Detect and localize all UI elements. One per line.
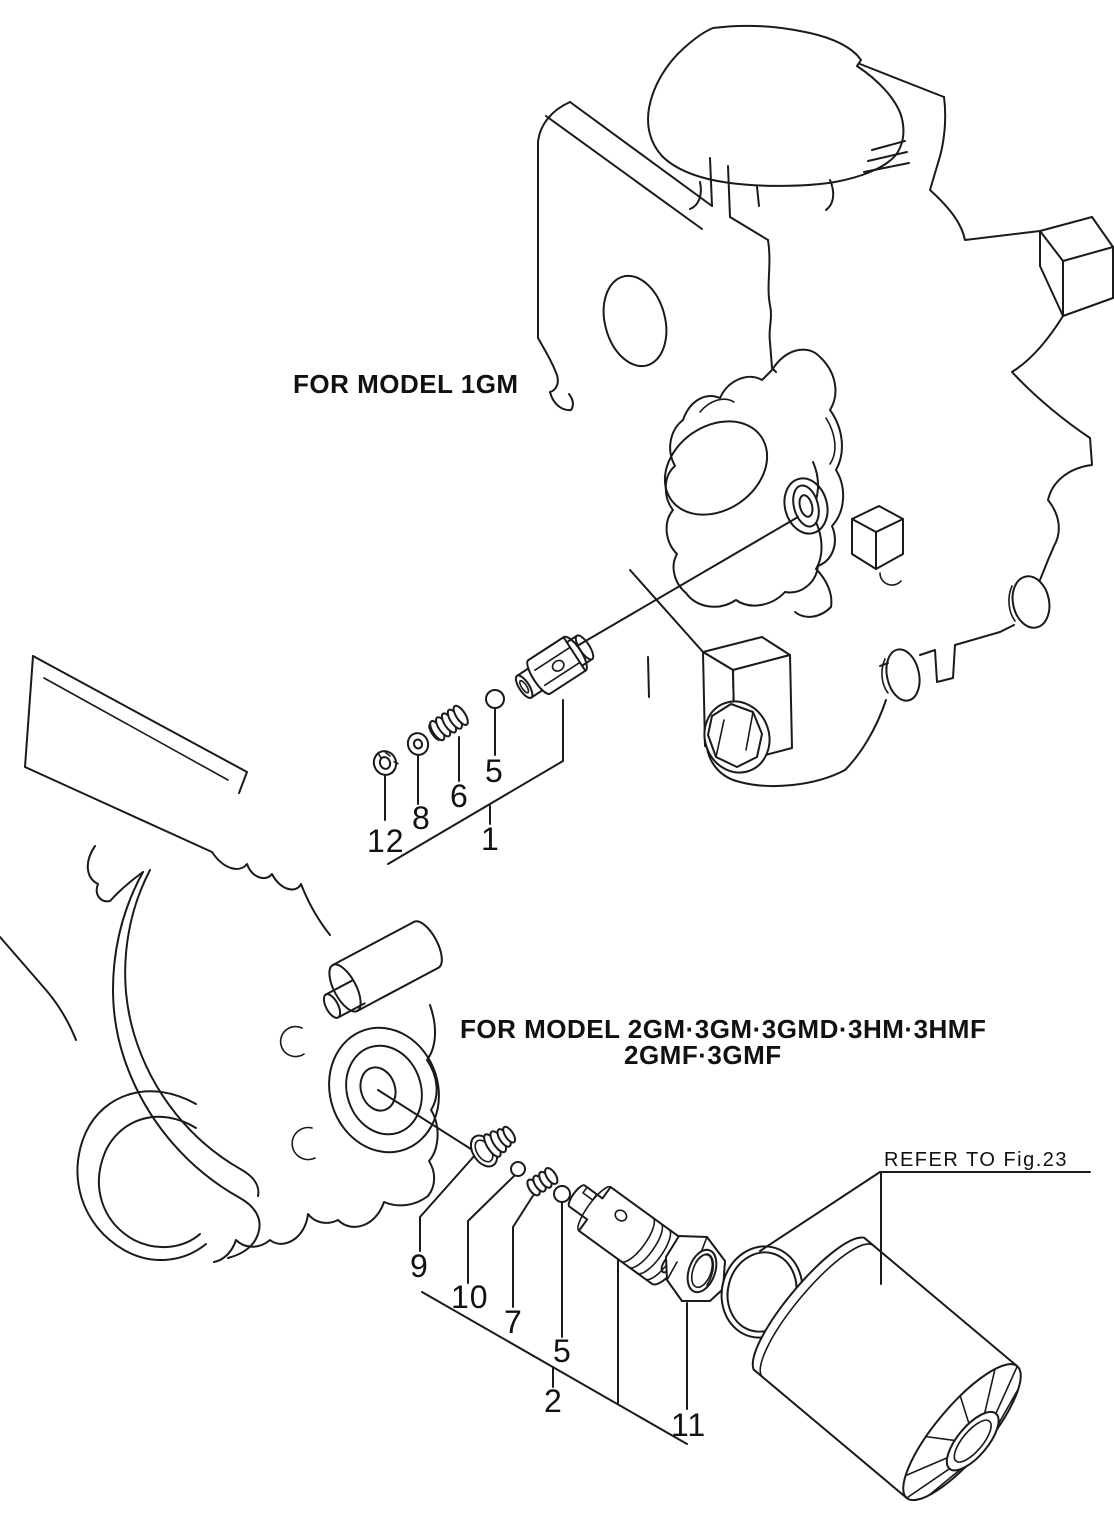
- callout-10: 10: [451, 1279, 489, 1315]
- oil-filter: [751, 1236, 1022, 1502]
- callout-12: 12: [367, 823, 405, 859]
- part-washer-8: [406, 732, 430, 756]
- model-multi-label-line1: FOR MODEL 2GM·3GM·3GMD·3HM·3HMF: [460, 1014, 986, 1044]
- part-ball-10: [510, 1161, 526, 1177]
- hex-bolt-head: [707, 703, 763, 768]
- filter-hub: [945, 1410, 1000, 1472]
- block-boss-cube: [1039, 216, 1114, 262]
- flange-oval-hole: [602, 274, 668, 368]
- part-plug-spring-9: [469, 1125, 517, 1168]
- leader-lines: [377, 516, 799, 1445]
- part-spring-7: [526, 1167, 559, 1197]
- engine-block-1gm: [537, 24, 1114, 787]
- part-ball-5: [485, 689, 505, 709]
- model-1gm-label: FOR MODEL 1GM: [293, 369, 519, 399]
- gasket-oval-opening: [663, 420, 769, 516]
- pulley-hub: [328, 1026, 440, 1154]
- case-cylinder-boss-small: [322, 979, 366, 1019]
- relief-valve-parts-multi: [469, 1125, 726, 1302]
- callout-6: 6: [450, 778, 469, 814]
- callout-5: 5: [485, 753, 504, 789]
- mounting-block-and-bolt: [702, 636, 846, 787]
- drain-boss-oval: [885, 648, 921, 702]
- case-cylinder-boss: [328, 920, 443, 1013]
- relief-valve-port: [792, 484, 820, 528]
- drain-boss-oval: [1011, 575, 1051, 629]
- callout-9: 9: [410, 1248, 429, 1284]
- relief-valve-parts-1gm: [372, 634, 595, 776]
- part-retaining-ring-12: [372, 750, 399, 776]
- gasket-plate: [663, 348, 845, 608]
- part-spring-6: [428, 704, 469, 742]
- front-flange-plate: [537, 101, 777, 698]
- callout-7: 7: [504, 1304, 523, 1340]
- valve-port-boss: [783, 477, 829, 535]
- valve-cover: [647, 24, 905, 187]
- block-right-side: [794, 63, 1114, 771]
- callout-11: 11: [671, 1407, 706, 1443]
- part-hex-nut-11: [665, 1235, 726, 1302]
- callout-2: 2: [544, 1383, 563, 1419]
- refer-note: REFER TO Fig.23: [884, 1149, 1068, 1171]
- callout-5b: 5: [553, 1333, 572, 1369]
- callout-1: 1: [481, 821, 500, 857]
- engine-gearcase-multi: [0, 655, 443, 1263]
- callout-8: 8: [412, 800, 431, 836]
- model-multi-label-line2: 2GMF·3GMF: [624, 1040, 782, 1070]
- oring-and-filter: [720, 1171, 1091, 1502]
- refer-bracket: [759, 1171, 1091, 1285]
- part-valve-fitting-1: [514, 634, 595, 699]
- part-ball-5b: [553, 1185, 571, 1203]
